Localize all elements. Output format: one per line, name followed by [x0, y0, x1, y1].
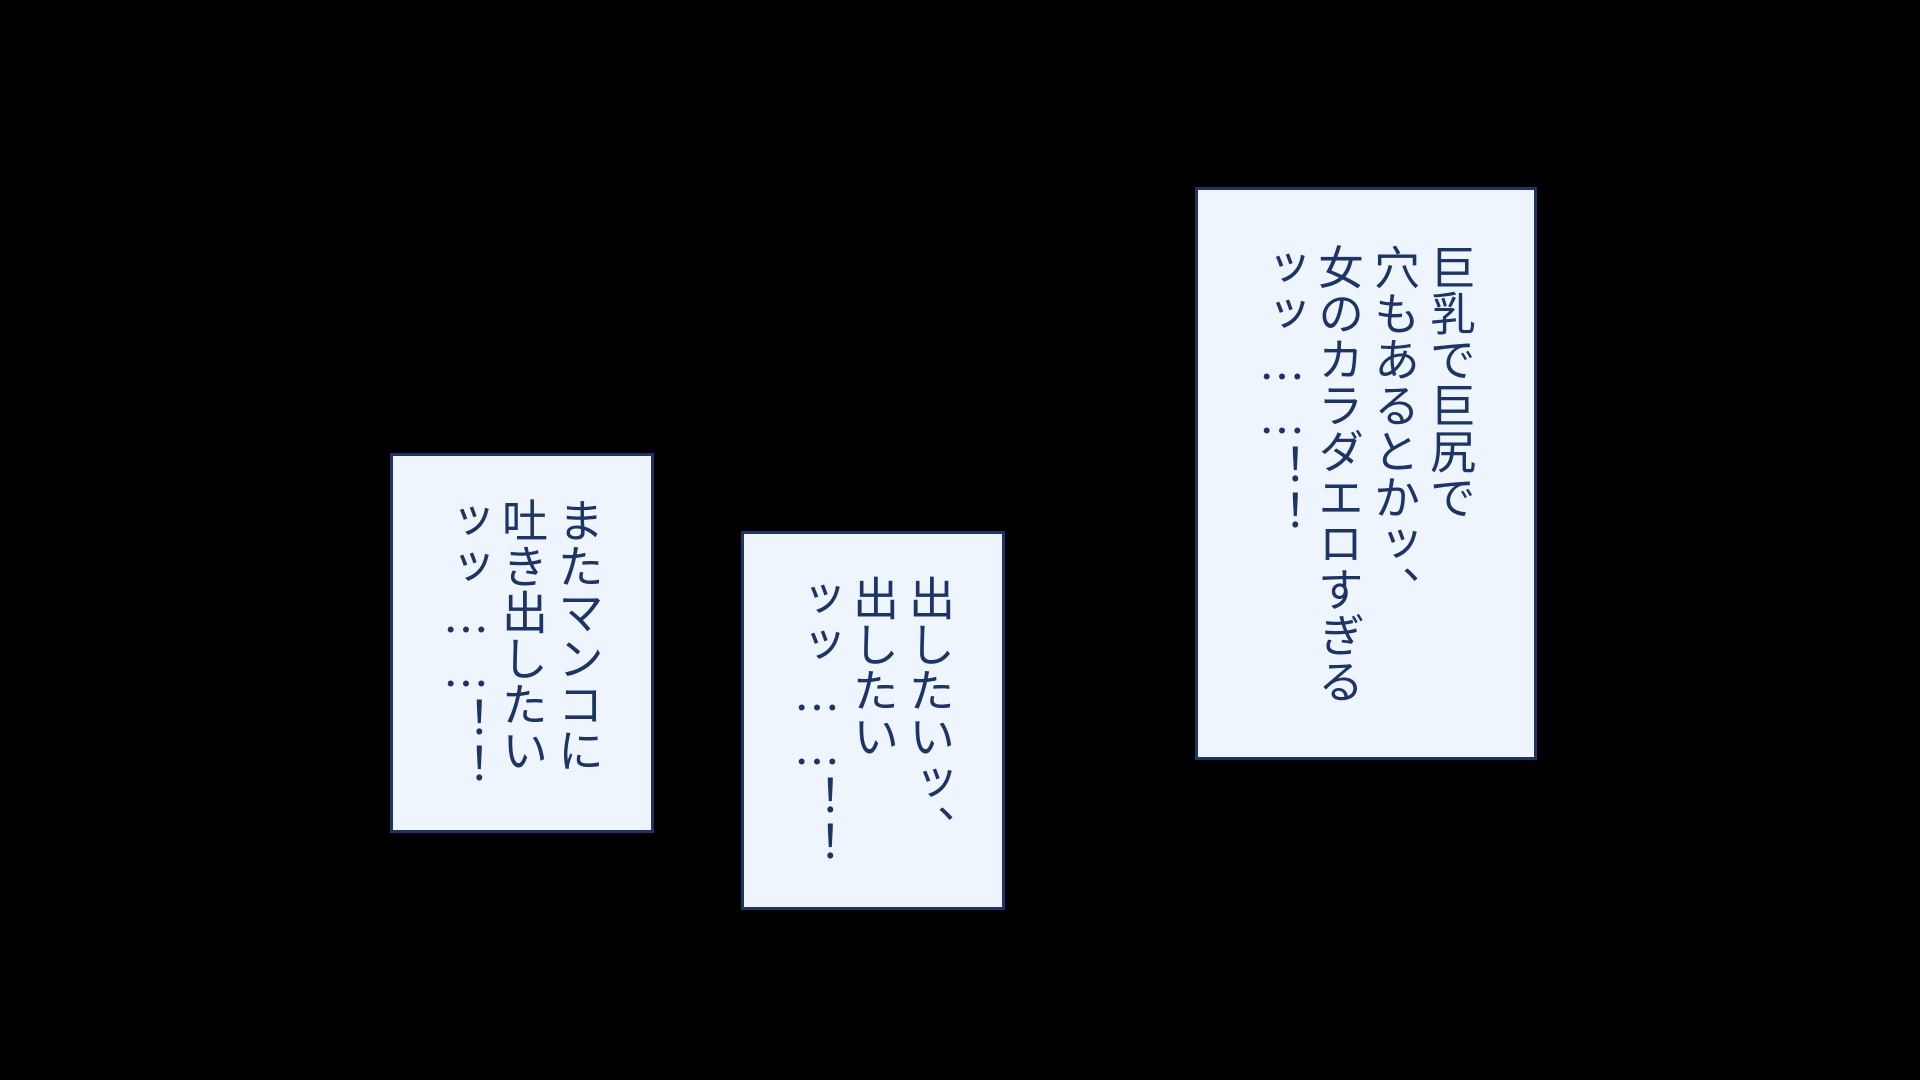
bubble-right-line-1: 巨乳で巨尻で — [1423, 243, 1477, 520]
bubble-middle-line-2: 出したい — [846, 574, 900, 759]
speech-bubble-left: またマンコに 吐き出したい ッッ……！！ — [390, 453, 654, 833]
bubble-left-line-1: またマンコに — [551, 497, 605, 773]
bubble-middle-text: 出したいッ、 出したい ッッ……！！ — [789, 575, 957, 867]
bubble-middle-line-3: ッッ……！！ — [790, 574, 844, 867]
bubble-left-text: またマンコに 吐き出したい ッッ……！！ — [438, 497, 606, 789]
speech-bubble-right: 巨乳で巨尻で 穴もあるとかッ、 女のカラダエロすぎる ッッ……！！ — [1195, 187, 1537, 760]
bubble-right-line-3: 女のカラダエロすぎる — [1311, 243, 1365, 704]
bubble-right-line-2: 穴もあるとかッ、 — [1367, 243, 1421, 612]
bubble-left-line-3: ッッ……！！ — [439, 497, 493, 789]
bubble-middle-line-1: 出したいッ、 — [902, 574, 956, 851]
bubble-left-line-2: 吐き出したい — [495, 497, 549, 773]
speech-bubble-middle: 出したいッ、 出したい ッッ……！！ — [741, 531, 1005, 910]
bubble-right-text: 巨乳で巨尻で 穴もあるとかッ、 女のカラダエロすぎる ッッ……！！ — [1254, 244, 1478, 704]
bubble-right-line-4: ッッ……！！ — [1255, 243, 1309, 536]
